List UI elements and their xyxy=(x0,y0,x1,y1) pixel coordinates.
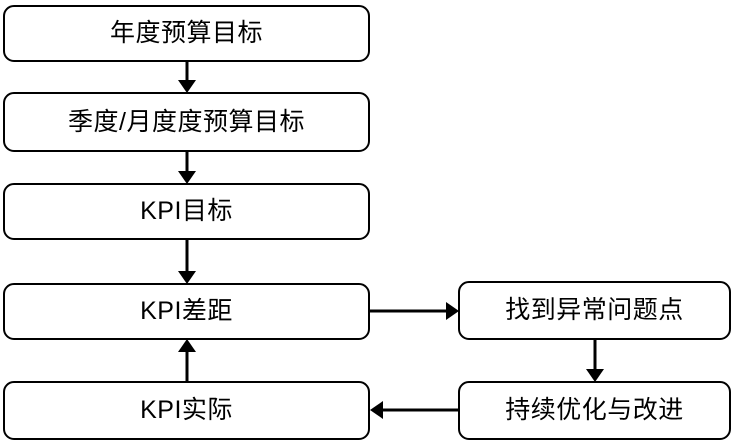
edge-gap-to-abnormal xyxy=(370,302,459,320)
node-kpi-target[interactable]: KPI目标 xyxy=(3,183,370,240)
node-kpi-actual[interactable]: KPI实际 xyxy=(3,381,370,440)
node-label: KPI差距 xyxy=(140,297,233,325)
edge-quarterly-to-kpi-target xyxy=(178,152,196,184)
node-label: KPI目标 xyxy=(140,197,233,225)
node-label: 季度/月度度预算目标 xyxy=(68,107,305,136)
node-continuous-improvement[interactable]: 持续优化与改进 xyxy=(458,381,731,440)
node-label: 年度预算目标 xyxy=(109,19,263,47)
node-label: 找到异常问题点 xyxy=(505,296,684,324)
edge-annual-to-quarterly xyxy=(178,62,196,93)
node-find-abnormal-issue[interactable]: 找到异常问题点 xyxy=(458,281,731,340)
edge-kpi-target-to-gap xyxy=(178,240,196,284)
node-label: KPI实际 xyxy=(140,396,233,424)
edge-abnormal-to-improve xyxy=(586,340,604,382)
edge-actual-to-gap xyxy=(178,339,196,381)
node-quarterly-monthly-goal[interactable]: 季度/月度度预算目标 xyxy=(3,92,370,152)
node-annual-budget-goal[interactable]: 年度预算目标 xyxy=(3,5,370,62)
edge-improve-to-actual xyxy=(370,401,458,419)
node-label: 持续优化与改进 xyxy=(505,396,684,424)
node-kpi-gap[interactable]: KPI差距 xyxy=(3,283,370,340)
